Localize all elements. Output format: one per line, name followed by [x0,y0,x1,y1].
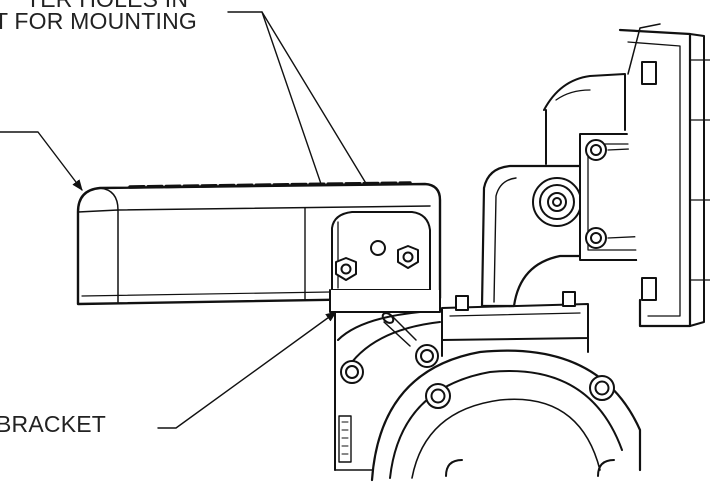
nut-left [335,257,357,281]
motor-housing [441,291,589,357]
bracket-plate [329,211,441,313]
mounting-holes-callout-line2: T FOR MOUNTING [0,8,197,34]
gearbox [543,23,710,328]
bracket-callout: BRACKET [0,411,107,437]
leader-enclosure [0,131,83,191]
mounting-holes-callout-line1: TER HOLES IN [26,0,188,11]
leader-bracket [157,311,337,429]
flange [370,349,642,482]
nut-right [397,245,419,269]
